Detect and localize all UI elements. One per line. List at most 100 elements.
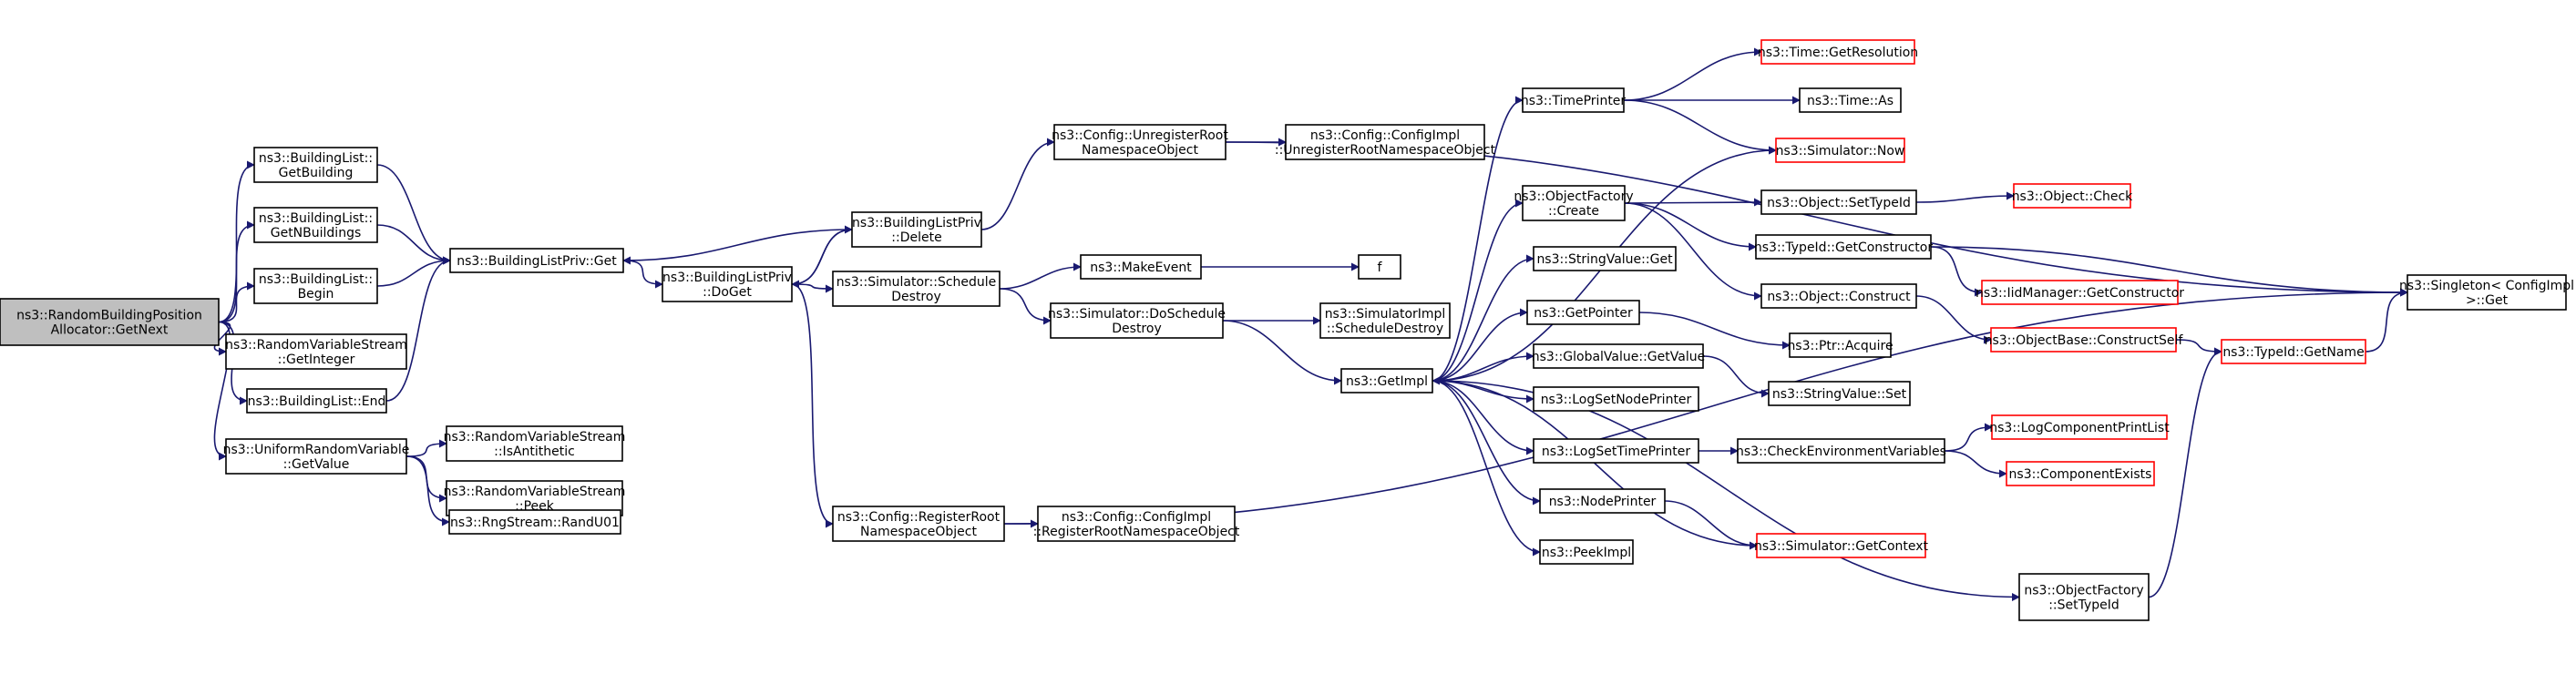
node-box[interactable] [1799,87,1902,113]
node-rng_randu01[interactable]: ns3::RngStream::RandU01 [448,509,621,535]
node-box[interactable] [1285,124,1485,160]
node-bl_end[interactable]: ns3::BuildingList::End [246,388,387,414]
node-objbase_construct[interactable]: ns3::ObjectBase::ConstructSelf [1985,327,2184,353]
node-cfgimpl_unreg[interactable]: ns3::Config::ConfigImpl::UnregisterRootN… [1275,124,1496,160]
node-box[interactable] [246,388,387,414]
node-obj_check[interactable]: ns3::Object::Check [2012,183,2133,209]
node-time_as[interactable]: ns3::Time::As [1799,87,1902,113]
node-time_printer[interactable]: ns3::TimePrinter [1521,87,1627,113]
node-typeid_getname[interactable]: ns3::TypeId::GetName [2221,339,2366,364]
node-getpointer[interactable]: ns3::GetPointer [1526,300,1640,325]
node-box[interactable] [832,506,1005,542]
node-box[interactable] [253,268,378,304]
node-logset_time[interactable]: ns3::LogSetTimePrinter [1533,438,1699,464]
node-box[interactable] [1319,302,1451,339]
node-bl_getn[interactable]: ns3::BuildingList::GetNBuildings [253,207,378,243]
node-box[interactable] [1789,332,1892,358]
node-cfgimpl_reg[interactable]: ns3::Config::ConfigImpl::RegisterRootNam… [1033,506,1240,542]
node-blp_doget[interactable]: ns3::BuildingListPriv::DoGet [662,266,793,302]
node-box[interactable] [1981,280,2179,305]
node-blp_delete[interactable]: ns3::BuildingListPriv::Delete [851,211,982,248]
node-box[interactable] [1991,414,2168,440]
node-obj_construct[interactable]: ns3::Object::Construct [1760,283,1917,309]
node-check_env[interactable]: ns3::CheckEnvironmentVariables [1736,438,1946,464]
node-getimpl[interactable]: ns3::GetImpl [1340,368,1433,393]
node-ptr_acquire[interactable]: ns3::Ptr::Acquire [1787,332,1894,358]
node-box[interactable] [1358,254,1401,280]
node-comp_exists[interactable]: ns3::ComponentExists [2006,461,2155,486]
node-box[interactable] [1340,368,1433,393]
node-objfac_create[interactable]: ns3::ObjectFactory::Create [1514,185,1634,221]
node-make_event[interactable]: ns3::MakeEvent [1080,254,1202,280]
node-box[interactable] [1533,343,1704,369]
node-box[interactable] [1755,234,1932,260]
node-urv_getvalue[interactable]: ns3::UniformRandomVariable::GetValue [223,438,410,475]
node-cfg_reg_root[interactable]: ns3::Config::RegisterRootNamespaceObject [832,506,1005,542]
node-box[interactable] [1756,533,1926,558]
node-root[interactable]: ns3::RandomBuildingPositionAllocator::Ge… [0,298,220,346]
node-box[interactable] [1526,300,1640,325]
node-box[interactable] [1050,302,1224,339]
node-objfac_settypeid[interactable]: ns3::ObjectFactory::SetTypeId [2018,573,2150,621]
node-box[interactable] [2006,461,2155,486]
node-box[interactable] [1522,87,1625,113]
node-box[interactable] [1522,185,1626,221]
node-bl_getbuilding[interactable]: ns3::BuildingList::GetBuilding [253,147,378,183]
node-sim_now[interactable]: ns3::Simulator::Now [1775,138,1905,163]
node-box[interactable] [2221,339,2366,364]
node-stringvalue_set[interactable]: ns3::StringValue::Set [1768,381,1911,406]
node-box[interactable] [1760,283,1917,309]
node-box[interactable] [1533,438,1699,464]
node-time_getres[interactable]: ns3::Time::GetResolution [1758,39,1918,65]
node-box[interactable] [446,425,623,462]
node-box[interactable] [225,333,407,370]
node-box[interactable] [1760,189,1917,215]
node-box[interactable] [1539,488,1666,514]
node-sim_sched_destroy[interactable]: ns3::Simulator::ScheduleDestroy [832,271,1001,307]
node-globalvalue_get[interactable]: ns3::GlobalValue::GetValue [1532,343,1705,369]
node-typeid_getctor[interactable]: ns3::TypeId::GetConstructor [1754,234,1933,260]
node-box[interactable] [449,248,624,273]
node-simimpl_sched[interactable]: ns3::SimulatorImpl::ScheduleDestroy [1319,302,1451,339]
node-iid_getctor[interactable]: ns3::IidManager::GetConstructor [1976,280,2184,305]
node-box[interactable] [225,438,407,475]
node-box[interactable] [1775,138,1905,163]
node-obj_settypeid[interactable]: ns3::Object::SetTypeId [1760,189,1917,215]
node-node_printer[interactable]: ns3::NodePrinter [1539,488,1666,514]
node-rvs_anti[interactable]: ns3::RandomVariableStream::IsAntithetic [444,425,626,462]
edge-bl_end-to-blp_get [385,256,451,402]
node-peekimpl[interactable]: ns3::PeekImpl [1539,539,1634,565]
node-box[interactable] [1768,381,1911,406]
node-box[interactable] [1533,386,1699,412]
node-logset_node[interactable]: ns3::LogSetNodePrinter [1533,386,1699,412]
node-logcomp_print[interactable]: ns3::LogComponentPrintList [1989,414,2170,440]
node-box[interactable] [1080,254,1202,280]
node-box[interactable] [2018,573,2150,621]
node-box[interactable] [851,211,982,248]
node-box[interactable] [0,298,220,346]
node-box[interactable] [253,147,378,183]
node-box[interactable] [448,509,621,535]
node-stringvalue_get[interactable]: ns3::StringValue::Get [1533,246,1677,271]
node-sim_getctx[interactable]: ns3::Simulator::GetContext [1754,533,1929,558]
node-cfg_unreg_root[interactable]: ns3::Config::UnregisterRootNamespaceObje… [1052,124,1228,160]
node-box[interactable] [1533,246,1677,271]
node-blp_get[interactable]: ns3::BuildingListPriv::Get [449,248,624,273]
node-singleton_get[interactable]: ns3::Singleton< ConfigImpl >::Get [2399,274,2574,311]
node-box[interactable] [1037,506,1236,542]
node-box[interactable] [1737,438,1945,464]
node-box[interactable] [1760,39,1915,65]
node-box[interactable] [1990,327,2177,353]
node-box[interactable] [832,271,1001,307]
node-box[interactable] [1053,124,1226,160]
node-bl_begin[interactable]: ns3::BuildingList::Begin [253,268,378,304]
node-f[interactable]: f [1358,254,1401,280]
node-box[interactable] [2407,274,2567,311]
node-box[interactable] [662,266,793,302]
node-rvs_getint[interactable]: ns3::RandomVariableStream::GetInteger [225,333,407,370]
node-box[interactable] [2013,183,2131,209]
node-label: ns3::Object::SetTypeId [1767,196,1911,210]
node-box[interactable] [1539,539,1634,565]
node-box[interactable] [253,207,378,243]
